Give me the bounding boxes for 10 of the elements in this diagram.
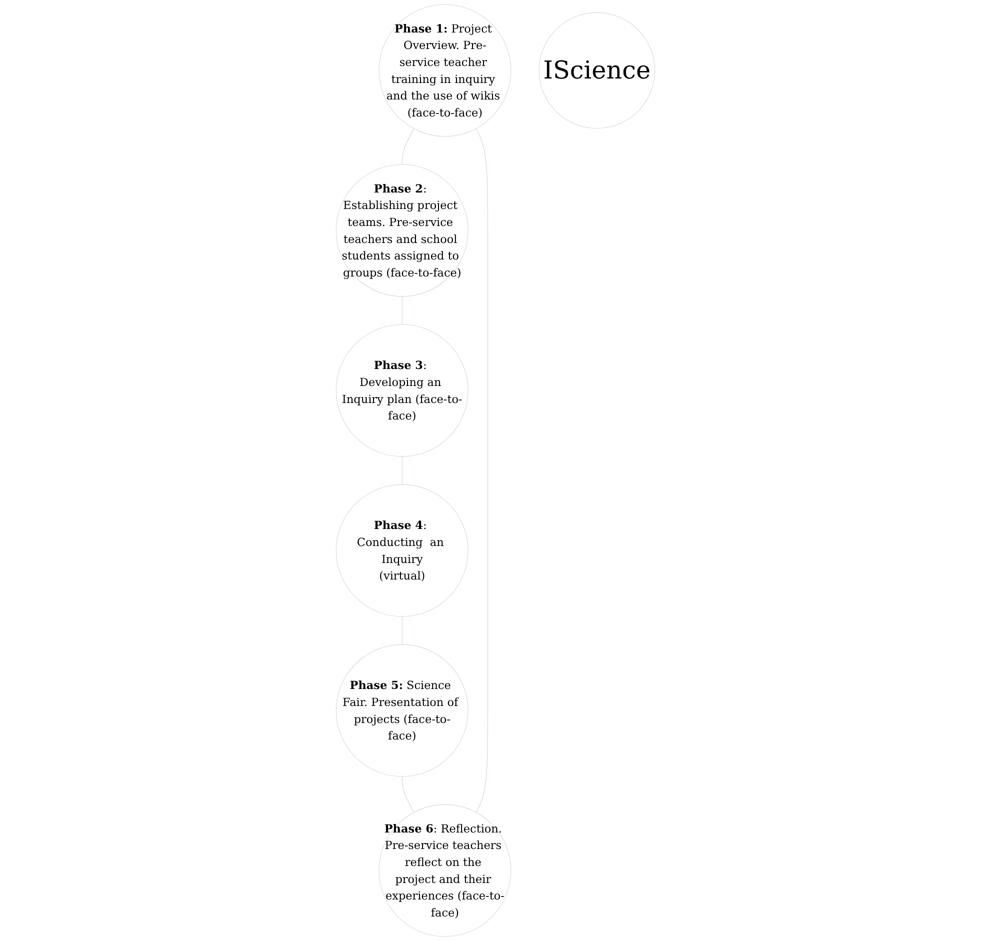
connector — [476, 128, 488, 813]
node-circle: IScience — [538, 12, 656, 129]
node-circle: Phase 3: Developing an Inquiry plan (face-to-face) — [336, 324, 468, 457]
connector — [402, 776, 414, 813]
connector — [402, 128, 414, 165]
node-circle: Phase 4: Conducting an Inquiry (virtual) — [336, 484, 468, 617]
node-circle: Phase 2: Establishing project teams. Pre-service teachers and school students assigned to groups (face-to-face) — [336, 164, 468, 297]
node-circle: Phase 5: Science Fair. Presentation of projects (face-to-face) — [336, 644, 468, 777]
node-circle: Phase 6: Reflection. Pre-service teachers reflect on the project and their experiences (face-to-face) — [378, 804, 512, 937]
node-circle: Phase 1: Project Overview. Pre-service teacher training in inquiry and the use of wikis (face-to-face) — [378, 4, 512, 137]
